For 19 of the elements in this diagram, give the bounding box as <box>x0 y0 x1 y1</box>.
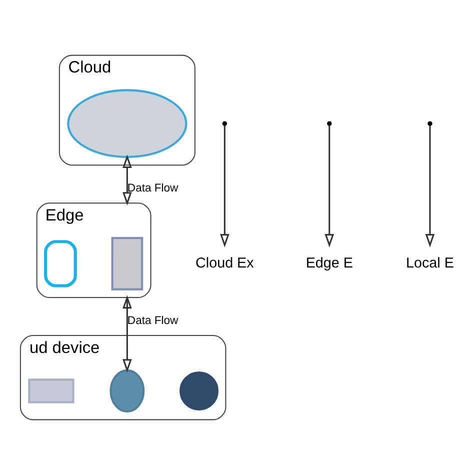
edge-label: Data Flow <box>127 182 178 194</box>
node-bulb <box>110 368 145 412</box>
node-text: Local E <box>406 254 454 271</box>
cluster: ud device <box>20 334 226 420</box>
node-watch <box>180 370 219 410</box>
arrow <box>220 124 230 247</box>
node-phone <box>44 240 77 287</box>
arrow <box>122 294 132 372</box>
arrow <box>122 154 132 205</box>
node-camera <box>28 378 74 403</box>
arrow <box>324 124 334 247</box>
node-text: Cloud Ex <box>196 254 254 271</box>
cluster: Edge <box>36 202 152 298</box>
node-cloud <box>67 88 188 158</box>
edge-label: Data Flow <box>127 314 178 327</box>
arrow <box>425 124 435 247</box>
cluster: Cloud <box>58 54 196 166</box>
node-box <box>111 236 144 290</box>
node-text: Edge E <box>306 254 353 271</box>
